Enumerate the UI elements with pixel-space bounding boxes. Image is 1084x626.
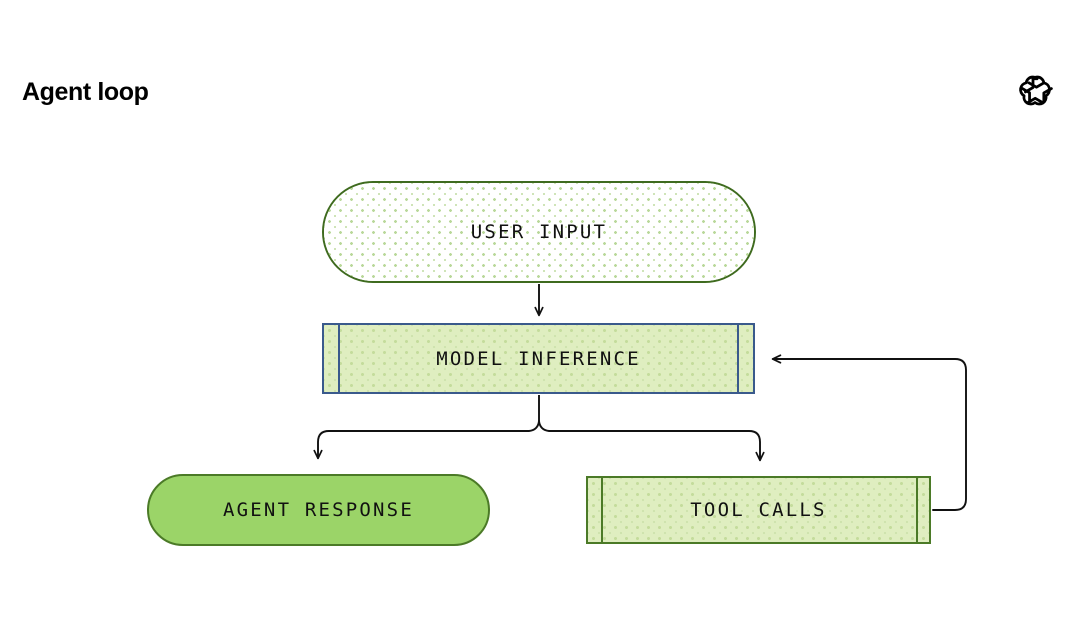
- node-agent-response[interactable]: AGENT RESPONSE: [147, 474, 490, 546]
- node-model-inference[interactable]: MODEL INFERENCE: [322, 323, 755, 394]
- openai-logo-icon: [1010, 69, 1056, 115]
- node-user-input[interactable]: USER INPUT: [322, 181, 756, 283]
- node-agent-response-label: AGENT RESPONSE: [223, 499, 414, 521]
- node-model-inference-left-divider: [338, 325, 340, 392]
- node-tool-calls-label: TOOL CALLS: [690, 499, 827, 521]
- node-tool-calls[interactable]: TOOL CALLS: [586, 476, 931, 544]
- edge-model-inference-to-agent-response: [313, 420, 540, 460]
- node-tool-calls-right-divider: [916, 478, 918, 542]
- node-model-inference-label: MODEL INFERENCE: [436, 347, 641, 370]
- edge-model-inference-to-tool-calls: [538, 420, 765, 462]
- node-user-input-label: USER INPUT: [470, 221, 608, 243]
- node-tool-calls-left-divider: [601, 478, 603, 542]
- node-user-input-pattern: [324, 183, 754, 281]
- node-model-inference-pattern: [324, 325, 753, 392]
- page-title: Agent loop: [22, 78, 149, 106]
- node-model-inference-right-divider: [737, 325, 739, 392]
